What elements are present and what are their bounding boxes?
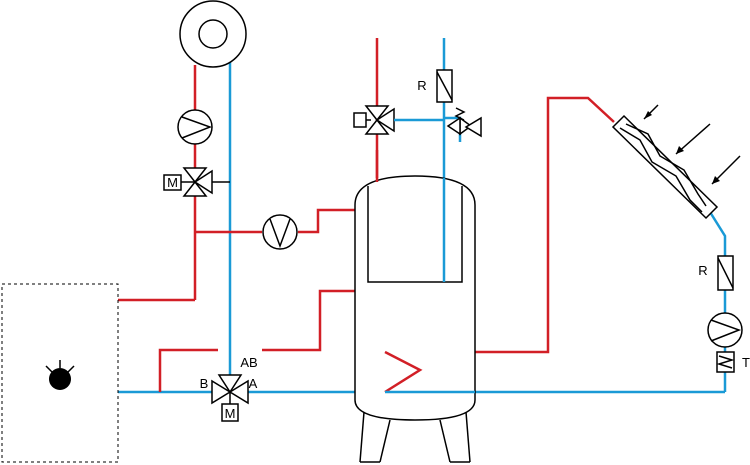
three-way-valve-icon	[353, 105, 444, 135]
solar-coil	[384, 350, 423, 394]
motor-box-left: M	[163, 174, 182, 191]
pump-icon	[262, 214, 298, 250]
storage-tank	[354, 175, 476, 463]
burner-icon	[45, 360, 75, 390]
pump-icon	[177, 109, 213, 145]
check-valve-right: R	[698, 255, 734, 291]
safety-valve-icon	[446, 107, 482, 138]
solar-collector-icon	[611, 114, 719, 220]
three-way-valve-icon: AB A B	[200, 355, 258, 405]
check-valve-top: R	[417, 69, 453, 103]
thermometer-box: T	[716, 351, 750, 373]
thermometer-label: T	[742, 355, 750, 370]
check-valve-right-label: R	[698, 263, 707, 278]
port-a-label: A	[249, 376, 258, 391]
three-way-valve-icon	[181, 167, 230, 197]
boiler-icon	[179, 0, 247, 68]
check-valve-top-label: R	[417, 78, 426, 93]
pump-icon	[707, 312, 743, 348]
motor-label-left: M	[167, 175, 178, 190]
sun-arrows	[643, 104, 741, 185]
motor-label-bottom: M	[225, 406, 236, 421]
port-ab-label: AB	[240, 355, 257, 370]
port-b-label: B	[200, 376, 209, 391]
burner-box	[1, 283, 119, 463]
motor-box-bottom: M	[221, 403, 239, 422]
